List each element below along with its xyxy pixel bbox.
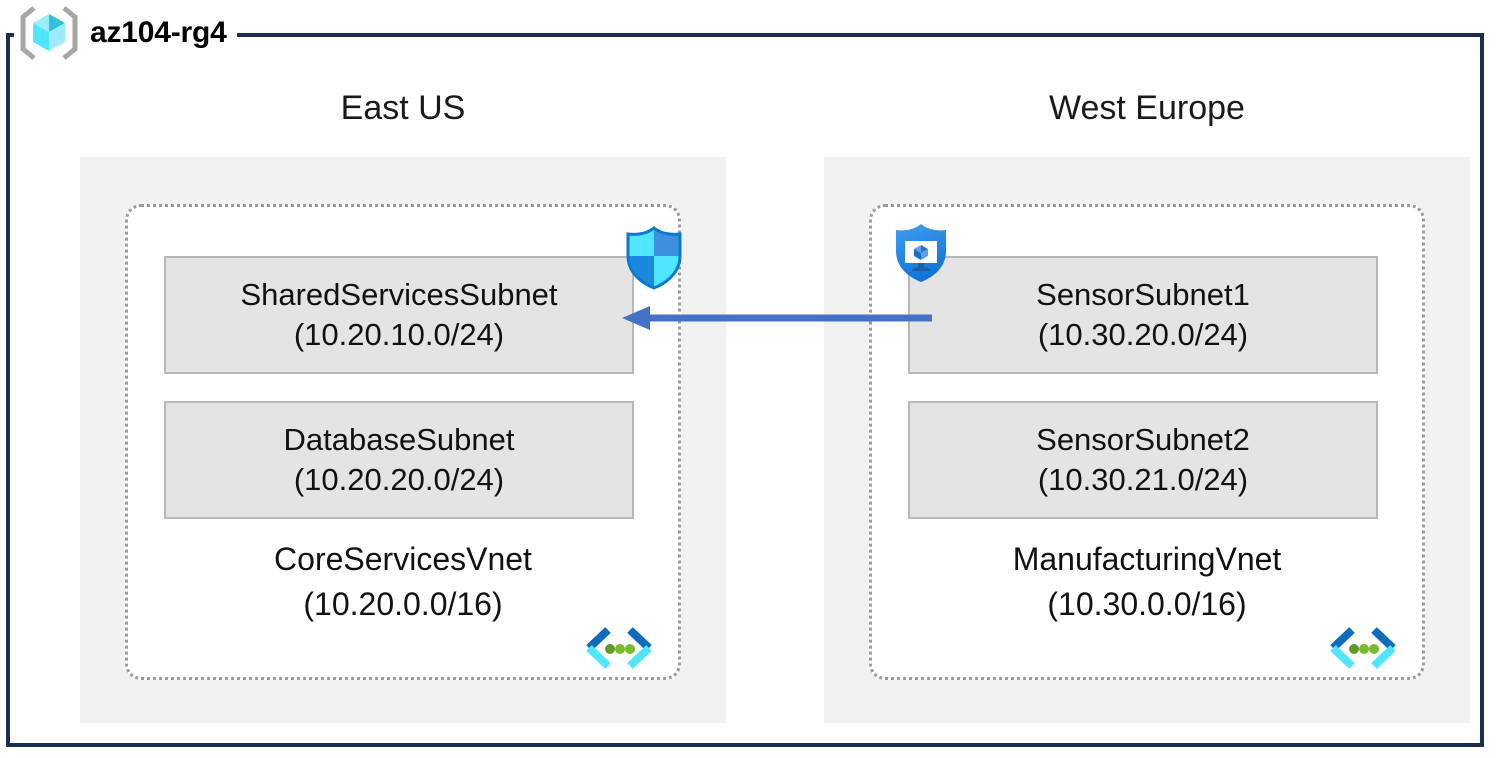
subnet-name: SharedServicesSubnet: [240, 277, 558, 312]
subnet-sensorsubnet1[interactable]: SensorSubnet1 (10.30.20.0/24): [908, 256, 1378, 374]
subnet-name: SensorSubnet1: [1036, 277, 1250, 312]
vnet-icon: [1326, 625, 1400, 671]
vnet-coreservicesvnet[interactable]: SharedServicesSubnet (10.20.10.0/24) Dat…: [125, 204, 682, 680]
region-title: East US: [340, 89, 466, 127]
vnet-icon: [582, 625, 656, 671]
network-security-group-shield-icon: [623, 226, 685, 290]
resource-group-cube-icon: [18, 4, 80, 62]
resource-group-name: az104-rg4: [90, 16, 227, 49]
subnet-cidr: (10.20.10.0/24): [293, 317, 505, 352]
region-east-us: East US SharedServicesSubnet (10.20.10.0…: [80, 86, 726, 723]
vnet-caption: ManufacturingVnet (10.30.0.0/16): [872, 537, 1422, 627]
region-west-europe: West Europe SensorSubnet1 (10.30.20.0/24…: [824, 86, 1470, 723]
region-body: SharedServicesSubnet (10.20.10.0/24) Dat…: [80, 157, 726, 723]
vnet-manufacturingvnet[interactable]: SensorSubnet1 (10.30.20.0/24) SensorSubn…: [869, 204, 1425, 680]
subnet-cidr: (10.30.21.0/24): [1037, 462, 1249, 497]
subnet-sensorsubnet2[interactable]: SensorSubnet2 (10.30.21.0/24): [908, 401, 1378, 519]
vnet-cidr: (10.20.0.0/16): [303, 586, 503, 622]
subnet-databasesubnet[interactable]: DatabaseSubnet (10.20.20.0/24): [164, 401, 634, 519]
vnet-name: CoreServicesVnet: [274, 541, 532, 577]
subnet-sharedservicessubnet[interactable]: SharedServicesSubnet (10.20.10.0/24): [164, 256, 634, 374]
subnet-cidr: (10.20.20.0/24): [293, 462, 505, 497]
resource-group-title[interactable]: az104-rg4: [14, 0, 237, 66]
subnet-name: SensorSubnet2: [1036, 422, 1250, 457]
vnet-peering-arrow-icon: [620, 302, 932, 334]
resource-group-frame: [6, 33, 1484, 747]
subnet-cidr: (10.30.20.0/24): [1037, 317, 1249, 352]
vnet-name: ManufacturingVnet: [1012, 541, 1282, 577]
vnet-caption: CoreServicesVnet (10.20.0.0/16): [128, 537, 678, 627]
region-title: West Europe: [1049, 89, 1245, 127]
defender-for-servers-shield-monitor-icon: [890, 221, 952, 285]
vnet-cidr: (10.30.0.0/16): [1047, 586, 1247, 622]
region-body: SensorSubnet1 (10.30.20.0/24) SensorSubn…: [824, 157, 1470, 723]
subnet-name: DatabaseSubnet: [283, 422, 515, 457]
